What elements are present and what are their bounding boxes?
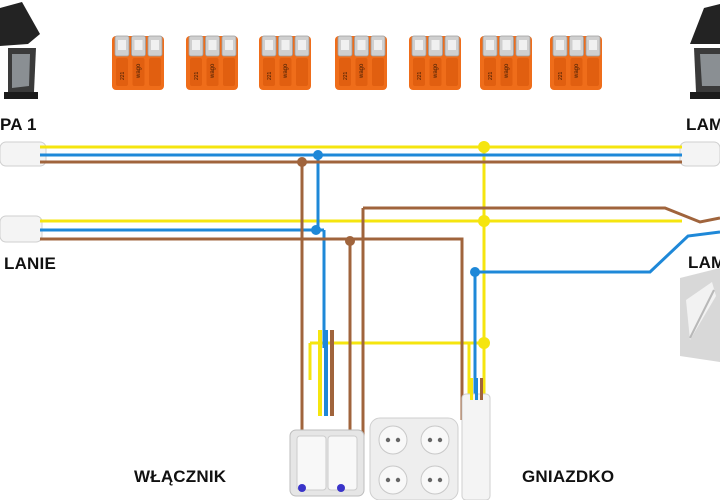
wall-lamp-icon — [680, 268, 720, 362]
svg-text:wago: wago — [210, 63, 216, 79]
svg-text:221: 221 — [267, 71, 273, 80]
svg-text:wago: wago — [359, 63, 365, 79]
cable-top-right — [679, 141, 720, 167]
svg-text:221: 221 — [343, 71, 349, 80]
wago-connector-icon: wago 221 — [259, 35, 311, 90]
wago-connector-icon: wago 221 — [112, 35, 164, 90]
label-lamp-1: PA 1 — [0, 115, 37, 134]
svg-text:221: 221 — [120, 71, 126, 80]
socket-icon — [369, 417, 459, 500]
switch-icon — [289, 429, 365, 497]
wire-bundle — [318, 330, 334, 416]
neutral-wires — [40, 153, 720, 420]
label-switch: WŁĄCZNIK — [134, 467, 227, 486]
wago-connector-icon: wago 221 — [550, 35, 602, 90]
wago-connector-icon: wago 221 — [335, 35, 387, 90]
svg-text:wago: wago — [136, 63, 142, 79]
svg-text:221: 221 — [558, 71, 564, 80]
socket-cable — [461, 378, 491, 500]
svg-text:221: 221 — [194, 71, 200, 80]
svg-text:wago: wago — [433, 63, 439, 79]
cable-top-left — [0, 141, 47, 167]
svg-text:wago: wago — [283, 63, 289, 79]
lamp-left-icon — [0, 2, 40, 99]
svg-text:221: 221 — [417, 71, 423, 80]
connector-group: wago 221 wago 221 wago 221 wago 221 wago 221 wago 2… — [112, 35, 602, 90]
svg-text:wago: wago — [504, 63, 510, 79]
cable-feed-left — [0, 215, 43, 243]
svg-text:221: 221 — [488, 71, 494, 80]
lamp-right-icon — [690, 4, 720, 99]
earth-wires — [40, 145, 682, 400]
phase-wires — [40, 160, 720, 455]
wago-connector-icon: wago 221 — [186, 35, 238, 90]
label-socket: GNIAZDKO — [522, 467, 615, 486]
junction-dots — [297, 141, 490, 349]
label-feed: LANIE — [4, 254, 56, 273]
label-lamp-3: LAM — [688, 253, 720, 272]
wago-connector-icon: wago 221 — [480, 35, 532, 90]
svg-text:wago: wago — [574, 63, 580, 79]
label-lamp-2: LAM — [686, 115, 720, 134]
wago-connector-icon: wago 221 — [409, 35, 461, 90]
